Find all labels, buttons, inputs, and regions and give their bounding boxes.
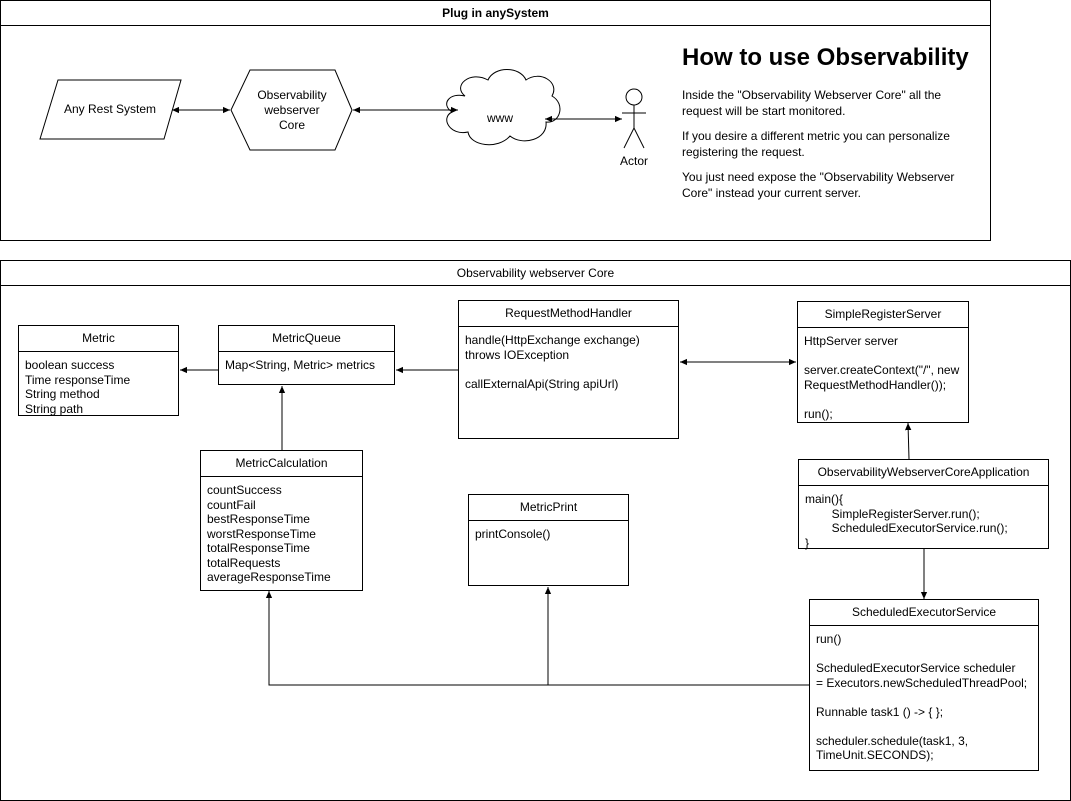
metric-calculation-class[interactable]: MetricCalculation countSuccess countFail… bbox=[200, 450, 363, 591]
observability-core-label: Observability webserver Core bbox=[257, 88, 327, 132]
scheduler-to-calculation-connector bbox=[265, 591, 809, 686]
class-body: main(){ SimpleRegisterServer.run(); Sche… bbox=[805, 492, 1008, 550]
class-name: MetricPrint bbox=[469, 495, 628, 521]
any-rest-system-label: Any Rest System bbox=[63, 102, 157, 116]
metric-print-class[interactable]: MetricPrint printConsole() bbox=[468, 494, 629, 586]
class-body: run() ScheduledExecutorService scheduler… bbox=[816, 632, 1028, 762]
www-cloud-shape[interactable] bbox=[446, 69, 561, 146]
class-name: RequestMethodHandler bbox=[459, 301, 678, 327]
class-body: boolean success Time responseTime String… bbox=[25, 358, 131, 416]
request-method-handler-class[interactable]: RequestMethodHandler handle(HttpExchange… bbox=[458, 300, 679, 439]
www-label: www bbox=[487, 111, 513, 125]
class-body: HttpServer server server.createContext("… bbox=[804, 334, 960, 421]
scheduled-executor-class[interactable]: ScheduledExecutorService run() Scheduled… bbox=[809, 599, 1039, 771]
how-to-use-heading: How to use Observability bbox=[682, 44, 969, 71]
class-name: MetricQueue bbox=[219, 326, 394, 352]
plug-in-frame-title: Plug in anySystem bbox=[1, 1, 990, 26]
class-body: Map<String, Metric> metrics bbox=[225, 358, 376, 372]
any-rest-system-shape[interactable] bbox=[39, 79, 182, 140]
how-to-use-notes: Inside the "Observability Webserver Core… bbox=[682, 88, 967, 211]
observability-core-shape[interactable] bbox=[230, 69, 353, 151]
class-body: countSuccess countFail bestResponseTime … bbox=[207, 483, 331, 584]
metric-class[interactable]: Metric boolean success Time responseTime… bbox=[18, 325, 179, 416]
class-name: Metric bbox=[19, 326, 178, 352]
class-body: printConsole() bbox=[475, 527, 551, 541]
actor-figure[interactable] bbox=[622, 88, 646, 149]
note-paragraph: If you desire a different metric you can… bbox=[682, 129, 950, 159]
class-name: SimpleRegisterServer bbox=[798, 302, 968, 328]
class-name: ScheduledExecutorService bbox=[810, 600, 1038, 626]
note-paragraph: Inside the "Observability Webserver Core… bbox=[682, 88, 942, 118]
application-to-server-connector bbox=[905, 422, 912, 460]
core-application-class[interactable]: ObservabilityWebserverCoreApplication ma… bbox=[798, 459, 1049, 550]
class-name: ObservabilityWebserverCoreApplication bbox=[799, 460, 1048, 486]
class-body: handle(HttpExchange exchange) throws IOE… bbox=[465, 333, 640, 391]
actor-label: Actor bbox=[619, 154, 648, 168]
note-paragraph: You just need expose the "Observability … bbox=[682, 170, 955, 200]
core-frame-title: Observability webserver Core bbox=[1, 261, 1070, 286]
metric-queue-class[interactable]: MetricQueue Map<String, Metric> metrics bbox=[218, 325, 395, 385]
simple-register-server-class[interactable]: SimpleRegisterServer HttpServer server s… bbox=[797, 301, 969, 423]
class-name: MetricCalculation bbox=[201, 451, 362, 477]
